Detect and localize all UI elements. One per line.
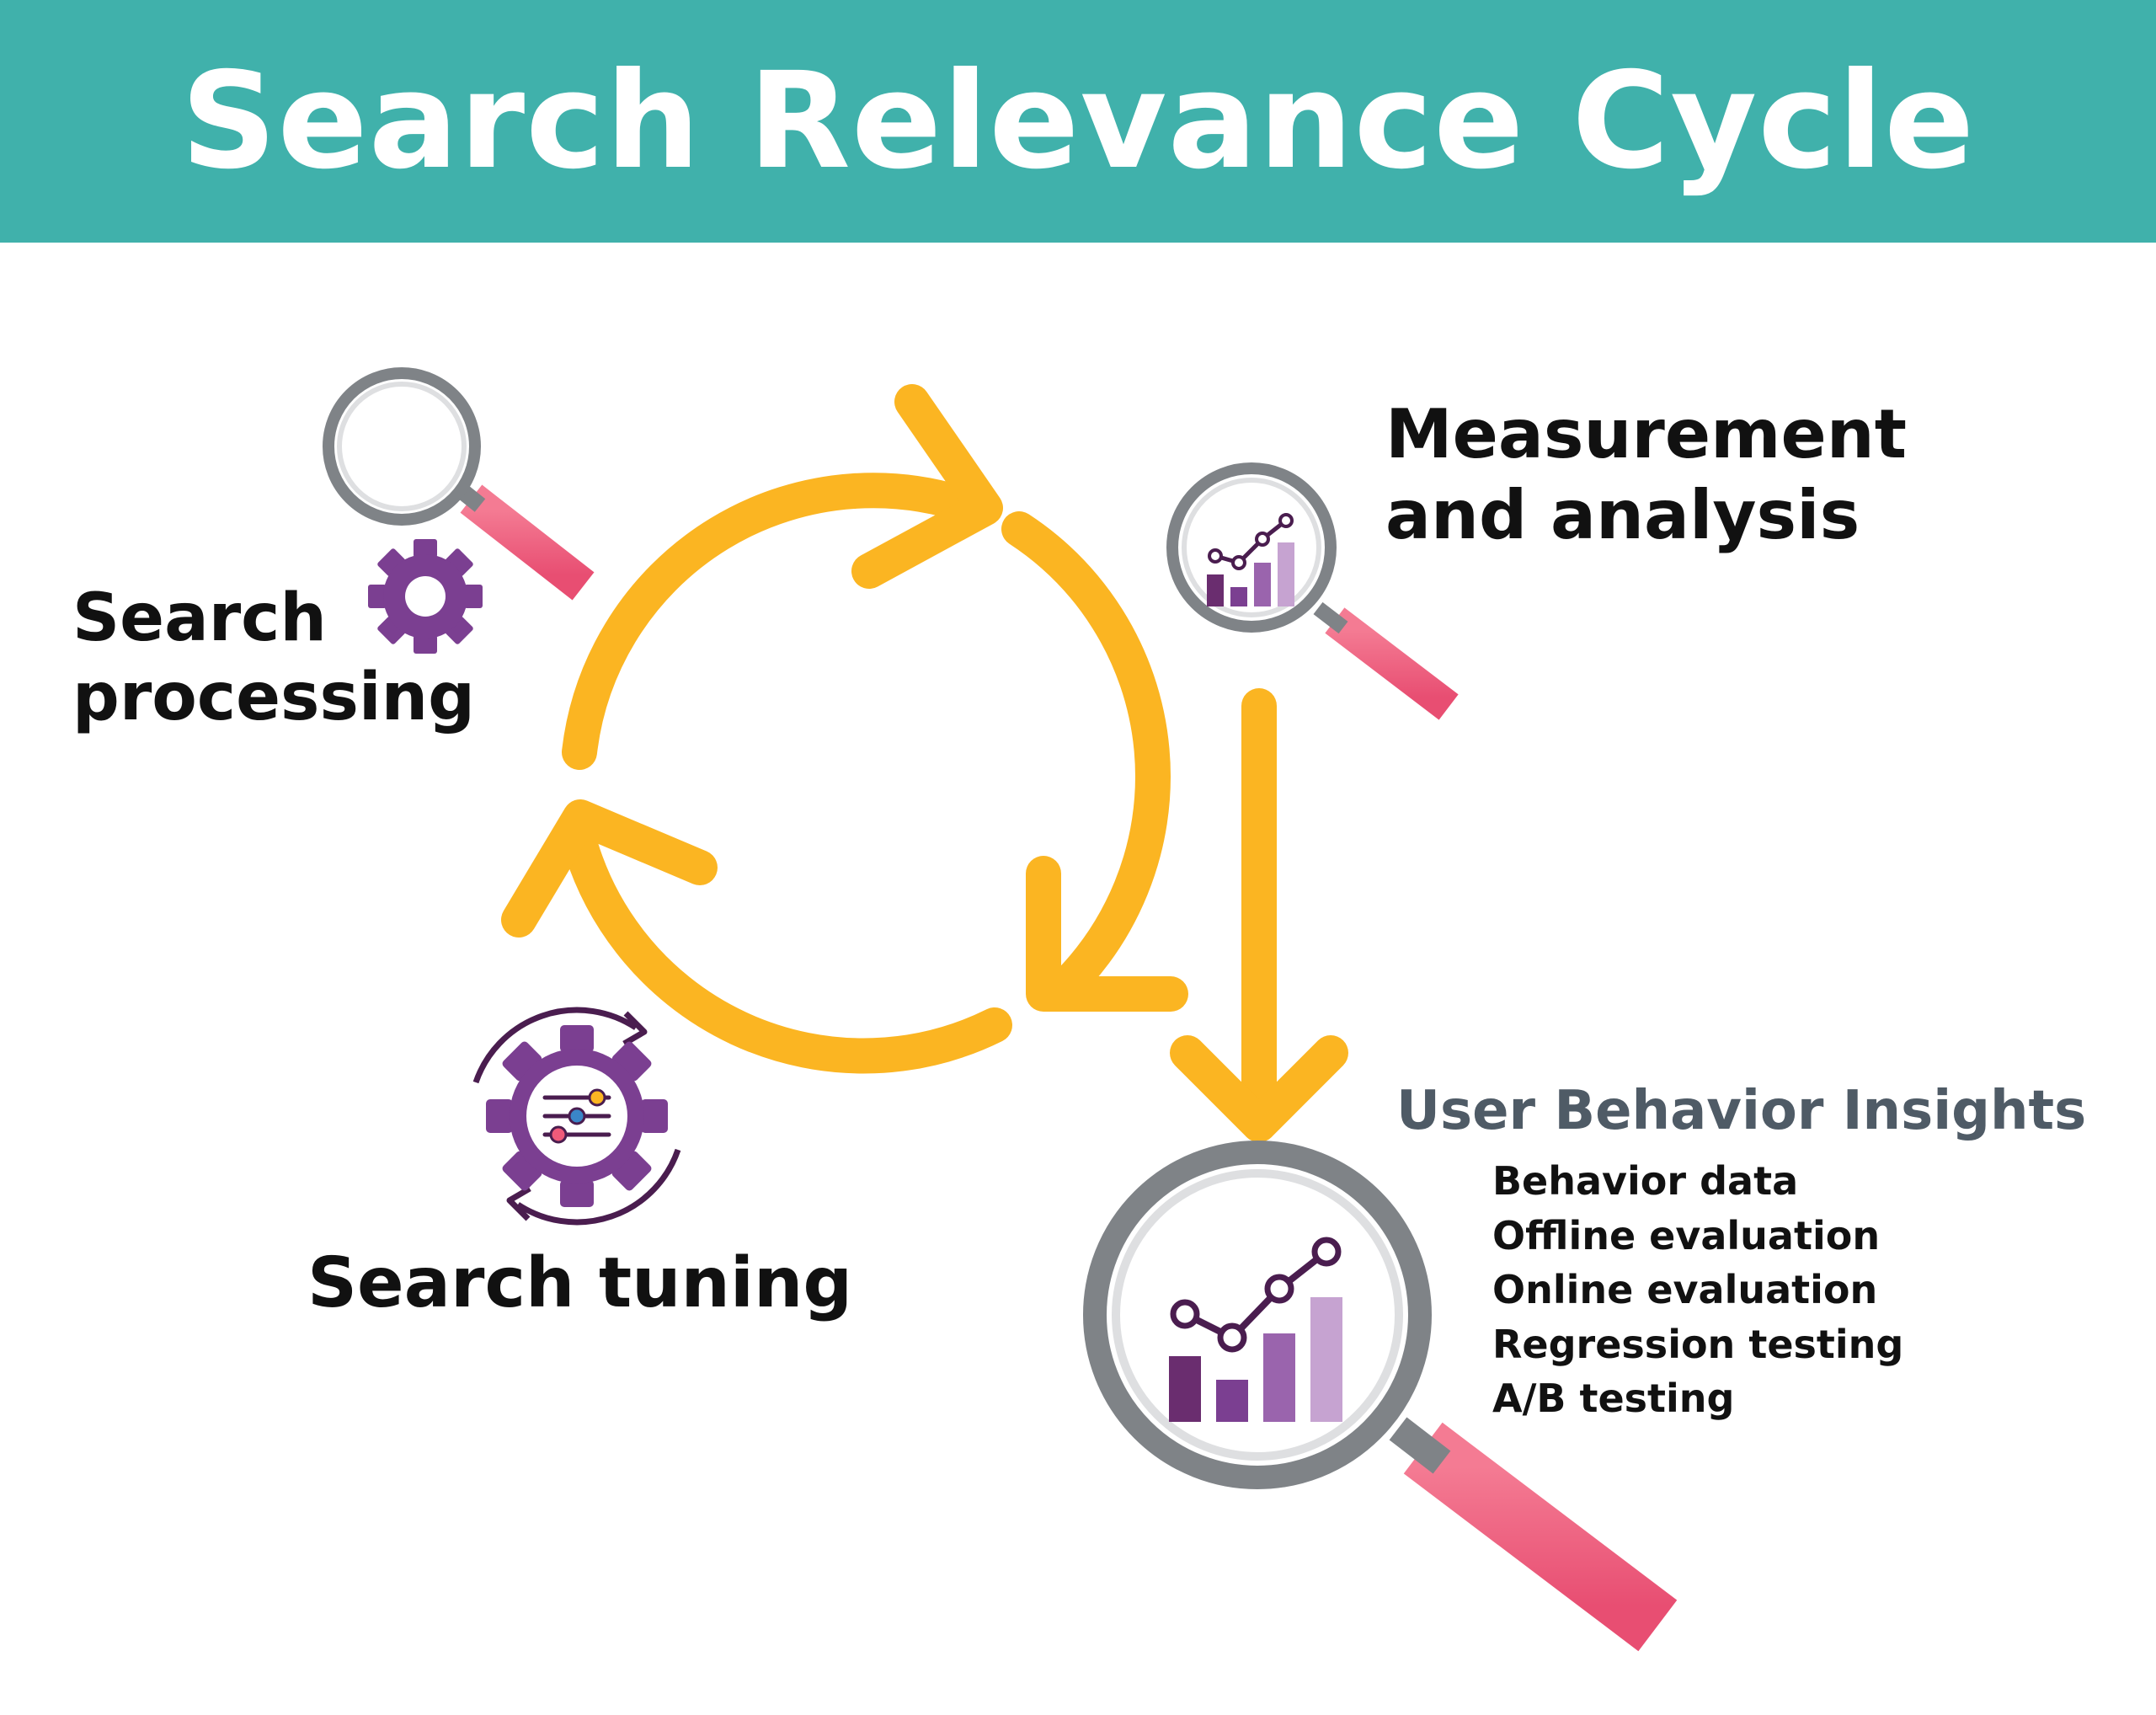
stage-label-line: and analysis — [1385, 476, 1860, 554]
stage-label-line: Search — [72, 580, 327, 656]
insights-list: Behavior data Offline evaluation Online … — [1492, 1154, 1903, 1426]
tuning-gear-icon — [472, 1007, 681, 1226]
cycle-arrow-right-head — [1026, 856, 1188, 1012]
stage-label-line: processing — [72, 659, 475, 735]
cycle-arrow-right — [1001, 511, 1171, 1009]
chart-magnifier-icon-large — [1083, 1141, 1678, 1652]
insights-title: User Behavior Insights — [1396, 1080, 2087, 1142]
stage-label-search-processing: Search processing — [72, 580, 475, 737]
down-arrow-head — [1170, 1035, 1348, 1142]
insights-item: Offline evaluation — [1492, 1212, 1881, 1258]
header-bar — [0, 0, 2156, 243]
insights-item: Behavior data — [1492, 1158, 1799, 1204]
cycle-arrows — [501, 384, 1348, 1142]
chart-magnifier-icon-small — [1166, 462, 1459, 720]
stage-label-measurement: Measurement and analysis — [1385, 394, 1907, 556]
insights-item: Regression testing — [1492, 1321, 1904, 1367]
stage-label-search-tuning: Search tuning — [307, 1243, 853, 1323]
cycle-arrow-top-head — [851, 384, 1003, 589]
insights-item: Online evaluation — [1492, 1267, 1878, 1312]
magnifier-icon — [323, 367, 595, 601]
cycle-arrow-top — [562, 473, 995, 770]
page-title: Search Relevance Cycle — [180, 44, 1976, 199]
stage-label-line: Measurement — [1385, 395, 1907, 473]
gear-icon — [368, 539, 483, 654]
cycle-arrow-bottom-head — [501, 799, 718, 938]
insights-item: A/B testing — [1492, 1376, 1735, 1421]
cycle-arrow-bottom — [558, 812, 1012, 1074]
